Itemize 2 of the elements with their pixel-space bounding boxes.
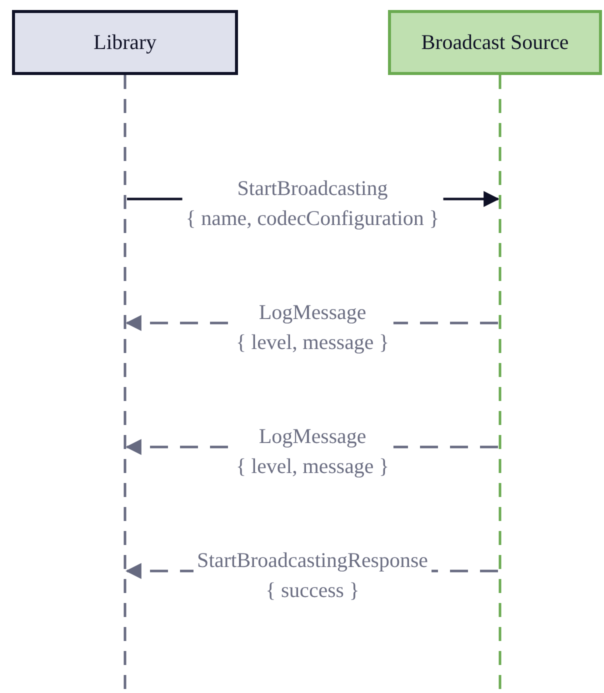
- participant-box: Library: [12, 10, 238, 75]
- participant-box: Broadcast Source: [388, 10, 602, 75]
